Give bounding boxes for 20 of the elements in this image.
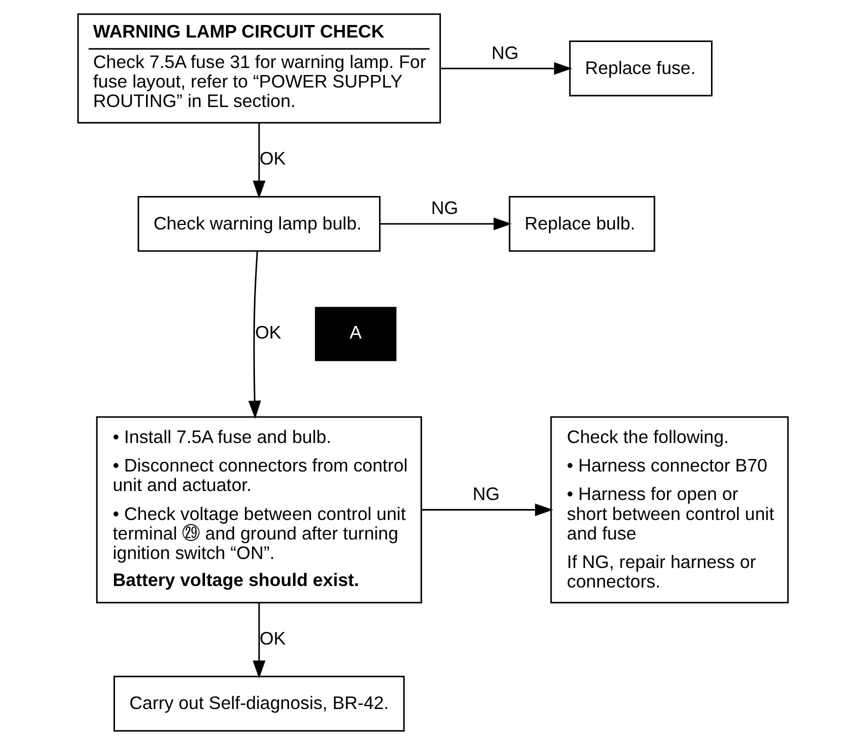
arrow (248, 251, 262, 419)
node-box: WARNING LAMP CIRCUIT CHECK Check 7.5A fuse 31 for warning lamp. For fuse layout, refer to “POWER SUPPLY ROUTING” in EL section. (77, 13, 441, 124)
edge-label: OK (260, 148, 286, 168)
node-box: • Install 7.5A fuse and bulb. • Disconnect connectors from control unit and actuator. • Check voltage between control unit terminal ㉙ and ground after turning ignition switch “ON”. Battery voltage should exist. (96, 416, 422, 604)
node-box: Check warning lamp bulb. (138, 196, 381, 252)
edge-label: NG (431, 198, 458, 218)
label: A (350, 322, 362, 343)
arrow (380, 218, 512, 230)
node-box: Check the following. • Harness connector B70 • Harness for open or short between control unit and fuse If NG, repair harness or connectors. (550, 416, 789, 604)
arrow (252, 602, 266, 679)
node-box: Carry out Self-diagnosis, BR-42. (114, 676, 405, 732)
edge-label: OK (255, 322, 282, 343)
edge-label: OK (260, 628, 286, 648)
edge-label: NG (472, 484, 500, 504)
edge-label: NG (491, 42, 519, 63)
arrow (252, 122, 266, 199)
node-box: Replace fuse. (569, 40, 713, 96)
node-box: Replace bulb. (508, 196, 656, 252)
arrow (440, 62, 572, 75)
arrow (421, 503, 554, 516)
